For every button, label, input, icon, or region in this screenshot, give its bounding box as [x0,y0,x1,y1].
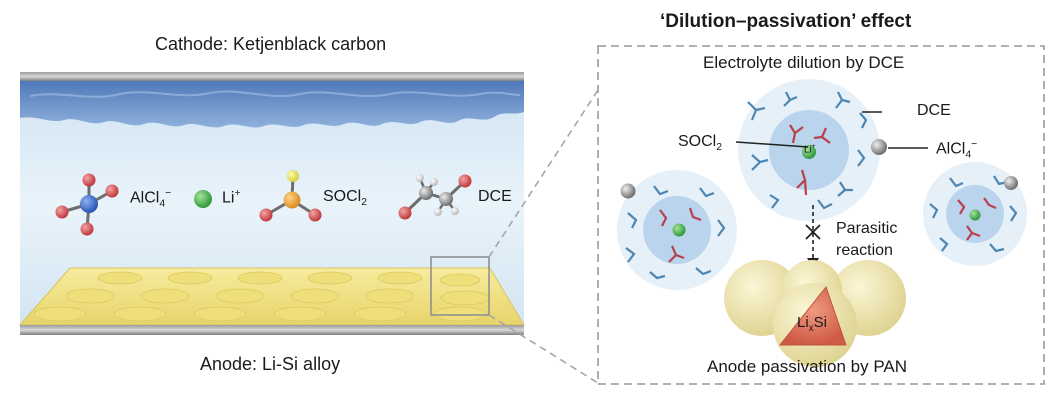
species-dce-label: DCE [478,188,512,205]
zoom-region-box [430,256,490,316]
anode-label: Anode: Li-Si alloy [200,354,341,374]
right-solvation-cluster [923,162,1027,266]
parasitic-line2: reaction [836,242,893,259]
center-li-ion-icon [802,145,816,159]
species-alcl4-label: AlCl4− [130,188,172,210]
species-li-label: Li+ [222,188,241,207]
alcl4-molecule-icon [55,173,119,236]
center-alcl4-ion-icon [871,139,887,155]
alcl4-callout-label: AlCl4− [936,139,978,161]
bottom-caption: Anode passivation by PAN [707,357,908,376]
li-center-label: Li+ [804,143,816,156]
cathode-collector-plate [20,72,524,81]
socl2-molecule-icon [259,170,322,222]
lixsi-label: LixSi [797,314,827,334]
pan-passivated-anode [724,260,906,367]
panel-title: ‘Dilution–passivation’ effect [660,11,912,32]
dce-callout-label: DCE [917,102,951,119]
right-alcl4-ion-icon [1004,176,1018,190]
socl2-callout-label: SOCl2 [678,133,723,154]
zoom-connector-bottom [488,314,599,384]
dce-molecule-icon [398,174,472,220]
left-solvation-cluster [617,170,737,290]
anode-collector-plate [20,325,524,335]
dilution-passivation-frame [597,45,1045,385]
li-ion-icon [194,190,212,208]
lixsi-core [778,285,847,346]
ketjenblack-carbon-layer [20,81,524,128]
species-socl2-label: SOCl2 [323,188,368,209]
carbon-texture-line [29,90,521,98]
anode-bumps [33,271,490,322]
center-solvation-cluster [738,79,887,221]
socl2-leader-line [735,141,809,148]
parasitic-line1: Parasitic [836,220,898,237]
zoom-connector-top [488,89,599,258]
cathode-label: Cathode: Ketjenblack carbon [155,34,387,54]
left-alcl4-ion-icon [620,183,636,199]
battery-cell [18,72,525,335]
top-caption: Electrolyte dilution by DCE [703,53,905,72]
blocked-cross-icon [805,224,821,240]
